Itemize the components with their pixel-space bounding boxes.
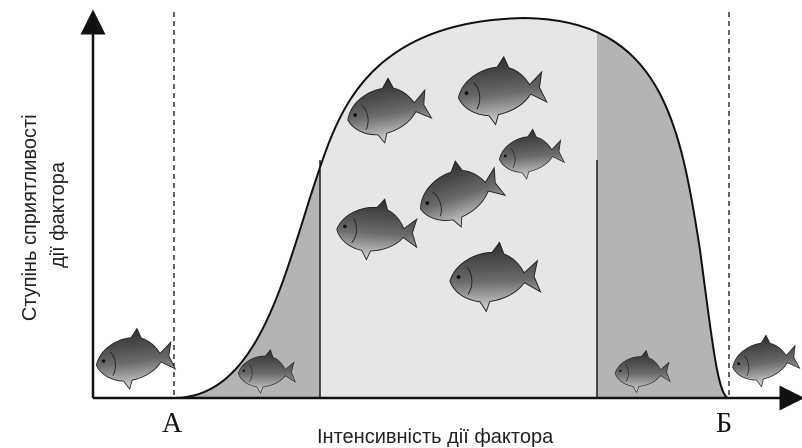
zone-pessimum-right bbox=[597, 18, 729, 398]
fish-icon bbox=[614, 349, 671, 394]
fish-icon bbox=[457, 55, 548, 126]
fish-icon bbox=[420, 160, 507, 228]
point-b-label: Б bbox=[716, 408, 732, 439]
tolerance-curve bbox=[173, 16, 730, 399]
fish-layer bbox=[95, 55, 801, 394]
x-axis-label: Інтенсивність дії фактора bbox=[317, 426, 554, 448]
fish-icon bbox=[237, 349, 296, 394]
y-axis-label: Ступінь сприятливості дії фактора bbox=[19, 109, 69, 321]
fish-icon bbox=[347, 77, 433, 144]
fish-icon bbox=[498, 128, 566, 180]
fish-icon bbox=[95, 327, 177, 391]
fish-icon bbox=[732, 334, 801, 388]
fish-icon bbox=[336, 198, 418, 261]
point-a-label: А bbox=[162, 408, 183, 439]
zone-pessimum-left bbox=[174, 18, 320, 398]
fish-icon bbox=[449, 241, 542, 313]
